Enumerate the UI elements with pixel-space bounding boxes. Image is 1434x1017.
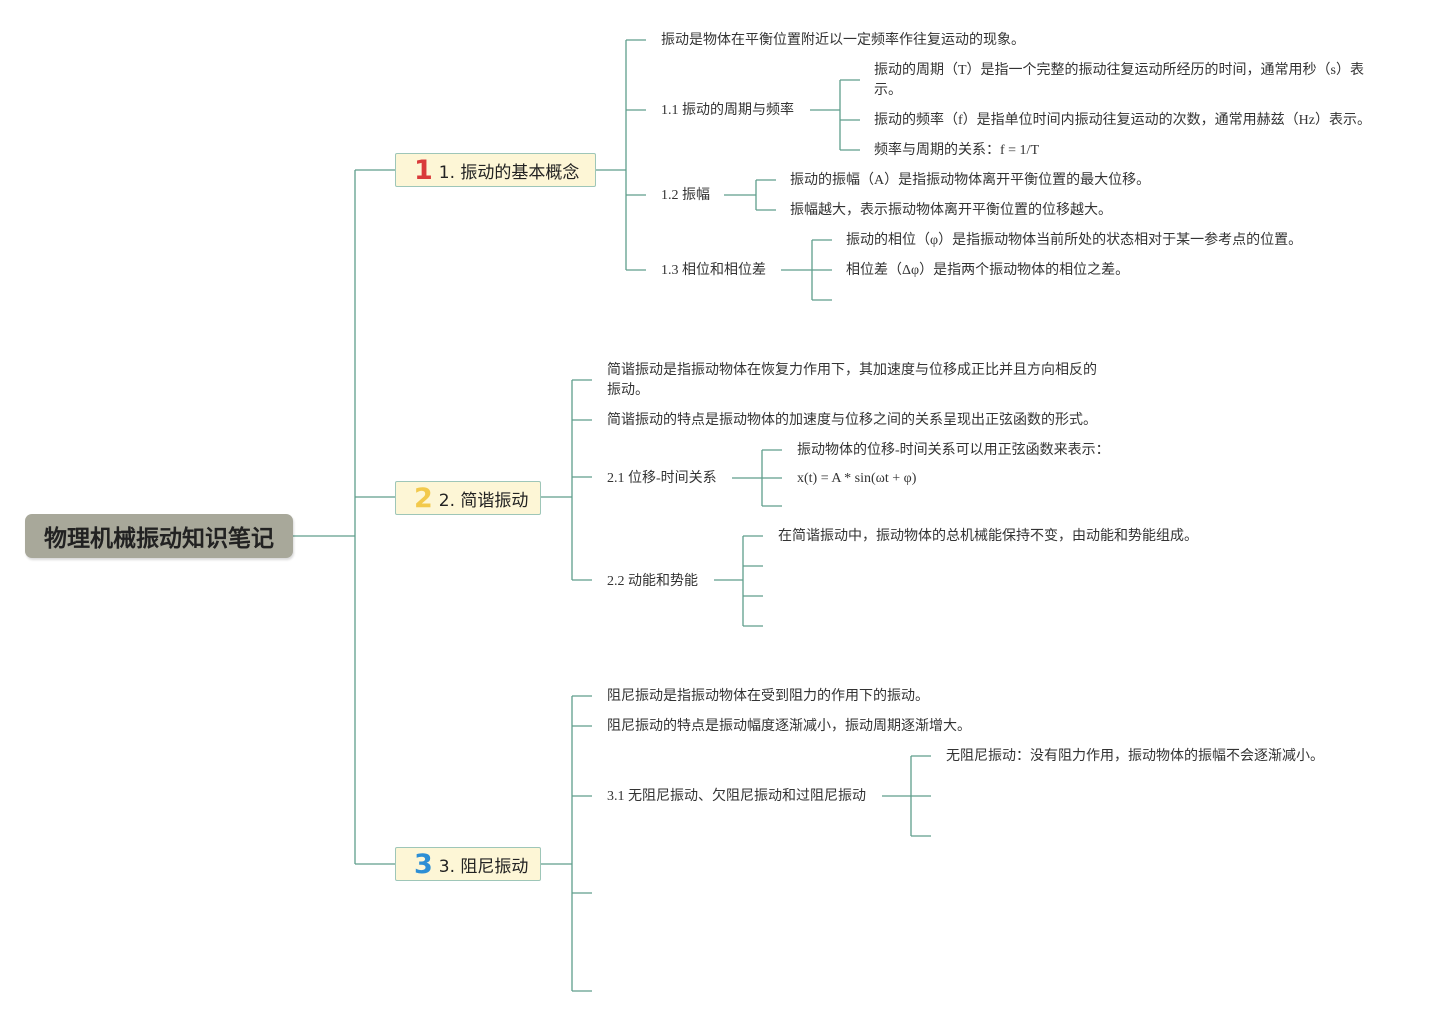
topic-1-intro[interactable]: 振动是物体在平衡位置附近以一定频率作往复运动的现象。 [661, 33, 1025, 48]
subtopic-2-1[interactable]: 2.1 位移-时间关系 [607, 471, 717, 486]
subtopic-3-1[interactable]: 3.1 无阻尼振动、欠阻尼振动和过阻尼振动 [607, 789, 866, 804]
detail-1-1-1[interactable]: 振动的周期（T）是指一个完整的振动往复运动所经历的时间，通常用秒（s）表示。 [874, 63, 1364, 98]
sub21-connector [732, 449, 782, 507]
topic3-connector [541, 695, 592, 992]
detail-1-2-1[interactable]: 振动的振幅（A）是指振动物体离开平衡位置的最大位移。 [790, 173, 1151, 188]
sub11-connector [810, 79, 860, 151]
detail-2-1-1[interactable]: 振动物体的位移-时间关系可以用正弦函数来表示： [797, 443, 1110, 458]
subtopic-1-2[interactable]: 1.2 振幅 [661, 188, 710, 203]
root-connector [293, 169, 395, 865]
number-2-icon: 2 [414, 482, 433, 514]
number-3-icon: 3 [414, 848, 433, 880]
topic-2-intro-2[interactable]: 简谐振动的特点是振动物体的加速度与位移之间的关系呈现出正弦函数的形式。 [607, 413, 1097, 428]
subtopic-2-2[interactable]: 2.2 动能和势能 [607, 574, 698, 589]
detail-3-1-1[interactable]: 无阻尼振动：没有阻力作用，振动物体的振幅不会逐渐减小。 [946, 749, 1324, 764]
detail-2-2-1[interactable]: 在简谐振动中，振动物体的总机械能保持不变，由动能和势能组成。 [778, 529, 1198, 544]
sub12-connector [724, 179, 776, 211]
root-topic[interactable]: 物理机械振动知识笔记 [25, 514, 293, 558]
topic-2-intro[interactable]: 简谐振动是指振动物体在恢复力作用下，其加速度与位移成正比并且方向相反的振动。 [607, 363, 1097, 398]
topic1-connector [596, 39, 646, 271]
number-1-icon: 1 [414, 154, 433, 186]
detail-1-1-2[interactable]: 振动的频率（f）是指单位时间内振动往复运动的次数，通常用赫兹（Hz）表示。 [874, 113, 1371, 128]
detail-2-1-2[interactable]: x(t) = A * sin(ωt + φ) [797, 471, 917, 486]
detail-1-2-2[interactable]: 振幅越大，表示振动物体离开平衡位置的位移越大。 [790, 203, 1112, 218]
detail-1-3-2[interactable]: 相位差（Δφ）是指两个振动物体的相位之差。 [846, 263, 1130, 278]
topic-3[interactable]: 3 3. 阻尼振动 [395, 847, 541, 881]
detail-1-1-3[interactable]: 频率与周期的关系：f = 1/T [874, 143, 1039, 158]
subtopic-1-1[interactable]: 1.1 振动的周期与频率 [661, 103, 794, 118]
topic-2[interactable]: 2 2. 简谐振动 [395, 481, 541, 515]
subtopic-1-3[interactable]: 1.3 相位和相位差 [661, 263, 766, 278]
sub13-connector [781, 239, 832, 301]
detail-1-3-1[interactable]: 振动的相位（φ）是指振动物体当前所处的状态相对于某一参考点的位置。 [846, 233, 1303, 248]
topic-2-label: 2. 简谐振动 [438, 490, 529, 511]
sub22-connector [714, 535, 763, 627]
topic2-connector [541, 379, 592, 581]
topic-3-intro-2[interactable]: 阻尼振动的特点是振动幅度逐渐减小，振动周期逐渐增大。 [607, 719, 971, 734]
topic-1-label: 1. 振动的基本概念 [438, 162, 580, 183]
topic-3-label: 3. 阻尼振动 [438, 856, 529, 877]
topic-3-intro[interactable]: 阻尼振动是指振动物体在受到阻力的作用下的振动。 [607, 689, 929, 704]
topic-1[interactable]: 1 1. 振动的基本概念 [395, 153, 596, 187]
sub31-connector [882, 755, 931, 837]
